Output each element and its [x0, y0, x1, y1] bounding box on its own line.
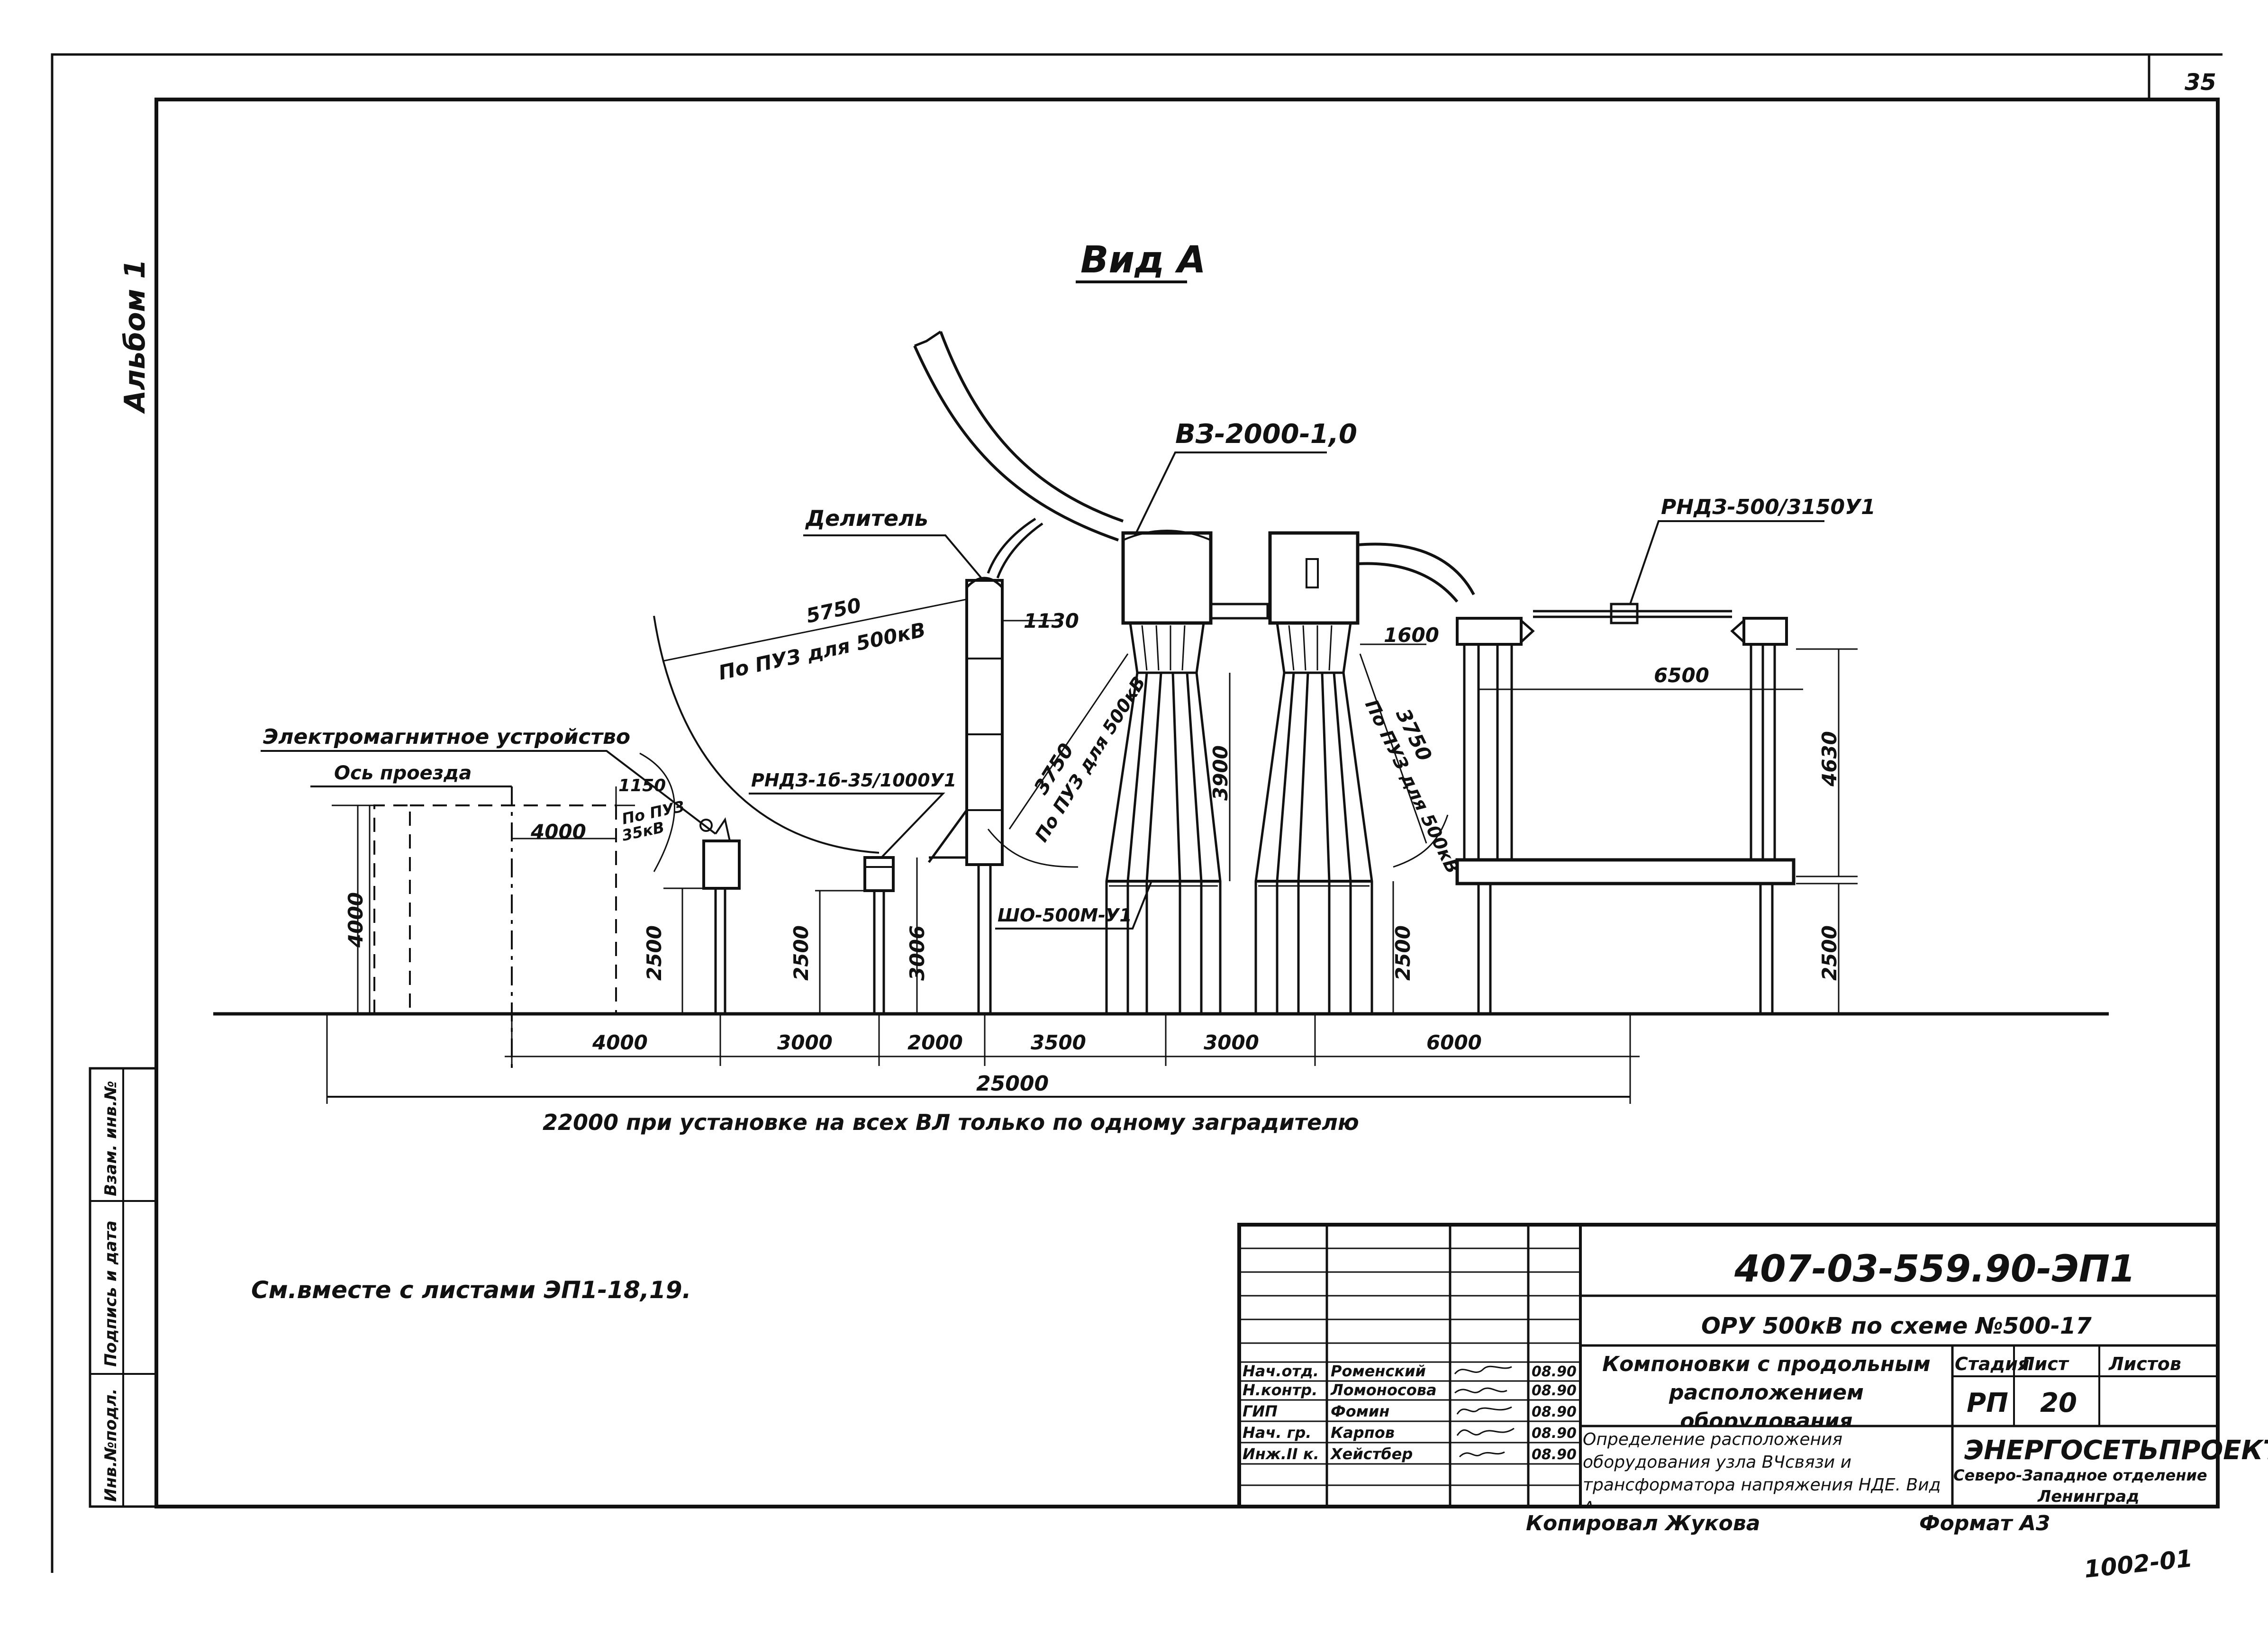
see-also-note: См.вместе с листами ЭП1-18,19. [251, 1276, 691, 1304]
em-device-label: Электромагнитное устройство [263, 725, 630, 749]
em-device [699, 817, 741, 1014]
stage-header: Стадия [1955, 1354, 2029, 1374]
span-6000: 6000 [1426, 1031, 1482, 1054]
person-role: Инж.II к. [1243, 1445, 1319, 1463]
span-3000-b: 3000 [1204, 1031, 1259, 1054]
disconnector-500-label: РНДЗ-500/3150У1 [1661, 495, 1876, 519]
incoming-conductor [913, 330, 1124, 578]
person-role: Нач.отд. [1243, 1362, 1319, 1380]
span-3500: 3500 [1031, 1031, 1086, 1054]
d1130-dim: 1130 [1024, 609, 1079, 632]
project-name: ОРУ 500кВ по схеме №500-17 [1701, 1313, 2092, 1339]
sheet-value: 20 [2040, 1388, 2077, 1418]
album-label: Альбом 1 [118, 259, 152, 414]
support-insulator-leader [995, 881, 1152, 930]
person-role: Нач. гр. [1243, 1424, 1311, 1442]
person-name: Ломоносова [1330, 1381, 1437, 1399]
h2500-a-dim: 2500 [643, 925, 666, 981]
person-role: ГИП [1243, 1402, 1278, 1420]
side-stamp: Инв.№подл. Подпись и дата Взам. инв.№ [89, 1067, 158, 1508]
person-date: 08.90 [1532, 1404, 1577, 1420]
wave-trap-leader [1134, 451, 1327, 536]
disconnector-35 [863, 856, 895, 1014]
d6500-dim: 6500 [1654, 664, 1709, 687]
person-name: Карпов [1331, 1424, 1395, 1442]
person-role: Н.контр. [1243, 1381, 1317, 1399]
stamp-replaced-inv: Взам. инв.№ [101, 1081, 120, 1196]
wave-trap-connector [1209, 603, 1269, 620]
d1600-dim: 1600 [1384, 623, 1439, 647]
d4000-top-dim: 4000 [530, 820, 586, 843]
d3900-dim: 3900 [1209, 745, 1232, 801]
wave-trap-left [1121, 530, 1213, 625]
sheet-title: Определение расположения оборудования уз… [1583, 1430, 1941, 1507]
person-date: 08.90 [1532, 1425, 1577, 1442]
total-note: 22000 при установке на всех ВЛ только по… [543, 1110, 1359, 1135]
title-block: 407-03-559.90-ЭП1 ОРУ 500кВ по схеме №50… [1237, 1223, 2268, 1508]
wave-trap-support-right [1254, 622, 1373, 1014]
person-date: 08.90 [1532, 1382, 1577, 1399]
handwritten-note: 1002-01 [2083, 1544, 2194, 1583]
d1150-dim: 1150 [618, 776, 666, 795]
person-date: 08.90 [1532, 1446, 1577, 1463]
stamp-signature-date: Подпись и дата [101, 1220, 120, 1367]
wave-trap-right [1268, 531, 1475, 625]
wave-trap-support-left [1105, 622, 1222, 1014]
view-title: Вид А [1080, 239, 1206, 281]
span-2000: 2000 [907, 1031, 963, 1054]
h4000-dim: 4000 [344, 892, 367, 948]
road-gabarit [310, 752, 675, 1071]
person-date: 08.90 [1532, 1363, 1577, 1380]
wave-trap-label: ВЗ-2000-1,0 [1175, 419, 1357, 450]
people-rows: Нач.отд. Роменский 08.90 Н.контр. Ломоно… [1243, 1362, 1577, 1463]
road-axis-label: Ось проезда [334, 762, 472, 784]
org-name: ЭНЕРГОСЕТЬПРОЕКТ [1964, 1435, 2268, 1466]
h2500-d-dim: 2500 [1818, 925, 1841, 981]
org-city: Ленинград [2037, 1487, 2140, 1506]
d4630-dim: 4630 [1818, 731, 1841, 787]
disconnector-35-leader [749, 793, 945, 858]
divider-leader [803, 534, 984, 581]
span-3000-a: 3000 [777, 1031, 833, 1054]
sheets-header: Листов [2108, 1354, 2181, 1374]
format-label: Формат А3 [1919, 1511, 2050, 1535]
bottom-dimension-chain: 4000 3000 2000 3500 3000 6000 25000 [326, 1014, 1640, 1104]
person-name: Фомин [1331, 1402, 1389, 1420]
doc-code: 407-03-559.90-ЭП1 [1734, 1248, 2135, 1291]
person-name: Хейстбер [1330, 1445, 1413, 1463]
h3006-dim: 3006 [906, 925, 929, 981]
signatures [1454, 1365, 1515, 1458]
h2500-b-dim: 2500 [789, 925, 813, 981]
support-insulator-label: ШО-500М-У1 [998, 905, 1132, 926]
puz-500-left-label: По ПУЗ для 500кВ [717, 618, 928, 684]
person-name: Роменский [1331, 1362, 1426, 1380]
copied-by: Копировал Жукова [1526, 1511, 1760, 1535]
org-branch: Северо-Западное отделение [1953, 1466, 2207, 1484]
h2500-c-dim: 2500 [1391, 925, 1415, 981]
disconnector-500 [1455, 603, 1796, 1014]
divider-column [927, 577, 1004, 1014]
sheet-number: 35 [2185, 69, 2216, 96]
stage-value: РП [1967, 1388, 2008, 1418]
total-25000: 25000 [976, 1072, 1049, 1096]
stamp-inv-number: Инв.№подл. [101, 1389, 120, 1502]
clearance-arcs [653, 598, 1449, 868]
sheet-header: Лист [2019, 1354, 2069, 1374]
disconnector-500-leader [1629, 520, 1824, 605]
height-dimensions: 4000 2500 2500 3006 2500 2500 [332, 804, 1858, 1014]
divider-label: Делитель [805, 506, 928, 531]
drawing-title: Компоновки с продольным расположением об… [1602, 1352, 1931, 1426]
disconnector-35-label: РНДЗ-1б-35/1000У1 [751, 770, 956, 791]
em-device-leader [261, 750, 717, 835]
span-4000: 4000 [592, 1031, 648, 1054]
